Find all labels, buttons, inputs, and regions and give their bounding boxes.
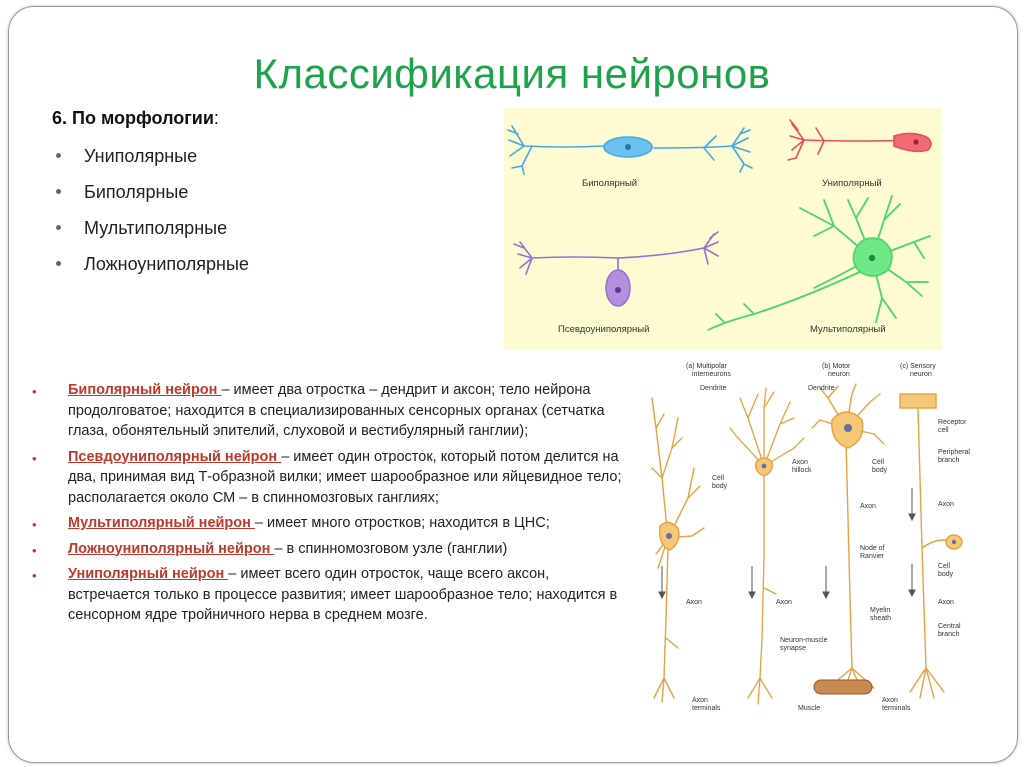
definition-item: • Ложноуниполярный нейрон – в спинномозго… [32,539,632,560]
multipolar-label: Мультиполярный [810,324,886,335]
definition-text: – имеет один отросток, который потом дел… [68,448,622,506]
axon-hillock-label-2: hillock [792,467,812,474]
definition-item: • Мультиполярный нейрон – имеет много отр… [32,513,632,534]
cell-body-c-label-2: body [938,571,954,578]
axon-terminals-a-label-2: terminals [692,705,721,712]
list-item: Мультиполярные [54,213,249,249]
definition-term: Биполярный нейрон [68,382,222,398]
muscle-fiber-drawing [813,679,873,695]
bullet-icon: • [32,384,37,399]
dendrite-label-b: Dendrite [808,385,835,392]
bullet-icon [56,153,61,158]
section-heading: 6. По морфологии: [52,108,219,129]
pseudounipolar-label: Псевдоуниполярный [558,324,649,335]
receptor-cell-label-2: cell [938,427,949,434]
axon-b-label: Axon [860,503,876,510]
cell-body-b-label-1: Cell [872,459,885,466]
axon-c-label: Axon [938,501,954,508]
axon-c2-label: Axon [938,599,954,606]
axon-hillock-label-1: Axon [792,459,808,466]
neuron-anatomy-figure: (a) Multipolar interneurons (b) Motor ne… [648,358,978,720]
list-item-text: Ложноуниполярные [84,254,249,274]
definition-item: • Биполярный нейрон – имеет два отростка … [32,380,632,442]
receptor-cell-label-1: Receptor [938,419,967,426]
multipolar-neuron-drawing [707,195,931,331]
definition-term: Ложноуниполярный нейрон [68,540,275,557]
heading-number: 6. По морфологии [52,108,214,128]
cell-body-c-label-1: Cell [938,563,951,570]
neuron-anatomy-svg: (a) Multipolar interneurons (b) Motor ne… [651,363,970,712]
definition-text: – имеет много отростков; находится в ЦНС… [254,515,550,531]
col-c-header-2: neuron [910,371,932,378]
motor-neuron-drawing [811,383,885,693]
central-branch-label-2: branch [938,631,960,638]
page-title: Классификация нейронов [253,50,771,97]
interneuron-left-drawing [651,397,705,703]
axon-terminals-a-label-1: Axon [692,697,708,704]
col-c-header-1: (c) Sensory [900,363,936,370]
central-branch-label-1: Central [938,623,961,630]
sensory-neuron-drawing [899,393,963,699]
definition-text: – имеет всего один отросток, чаще всего … [68,566,618,623]
bullet-icon: • [32,450,37,466]
axon-terminals-c-label-2: terminals [882,705,911,712]
list-item: Биполярные [54,177,249,213]
axon-terminals-c-label-1: Axon [882,697,898,704]
unipolar-neuron-drawing [787,119,932,161]
node-of-ranvier-label-1: Node of [860,545,885,552]
neuron-types-svg: Биполярный Униполярный Псевдоуниполярный [507,119,932,335]
interneuron-right-drawing [729,387,805,705]
definition-text: – в спинномозговом узле (ганглии) [274,540,508,557]
list-item: Ложноуниполярные [54,249,249,285]
peripheral-branch-label-1: Peripheral [938,449,970,456]
bullet-icon [56,261,61,266]
dendrite-label-a: Dendrite [700,385,727,392]
bullet-icon: • [32,517,37,532]
col-b-header-1: (b) Motor [822,363,851,370]
list-item: Униполярные [54,141,249,177]
bullet-icon [56,225,61,230]
definition-text: – имеет два отростка – дендрит и аксон; … [68,382,605,439]
col-b-header-2: neuron [828,371,850,378]
pseudounipolar-neuron-drawing [513,231,719,307]
heading-colon: : [213,108,219,128]
list-item-text: Биполярные [84,182,189,202]
cell-body-b-label-2: body [872,467,888,474]
definitions-list: • Биполярный нейрон – имеет два отростка … [32,380,632,631]
neuron-muscle-synapse-label-1: Neuron-muscle [780,637,828,644]
node-of-ranvier-label-2: Ranvier [860,553,885,560]
bipolar-neuron-drawing [507,125,753,175]
col-a-header-1: (a) Multipolar [686,363,728,370]
morphology-list: Униполярные Биполярные Мультиполярные Ло… [54,141,249,285]
myelin-sheath-label-1: Myelin [870,607,890,614]
cell-body-a-label-2: body [712,483,728,490]
peripheral-branch-label-2: branch [938,457,960,464]
neuron-muscle-synapse-label-2: synapse [780,645,806,652]
unipolar-label: Униполярный [822,178,882,189]
axon-a1-label: Axon [686,599,702,606]
muscle-label: Muscle [798,705,820,712]
definition-item: • Псевдоуниполярный нейрон – имеет один о… [32,447,632,509]
definition-item: • Униполярный нейрон – имеет всего один о… [32,564,632,626]
definition-term: Псевдоуниполярный нейрон [68,448,282,465]
direction-arrows [658,488,916,600]
list-item-text: Мультиполярные [84,218,228,238]
axon-a2-label: Axon [776,599,792,606]
bullet-icon: • [32,568,37,583]
bipolar-label: Биполярный [582,178,637,189]
list-item-text: Униполярные [84,146,198,166]
definition-term: Униполярный нейрон [68,566,229,582]
myelin-sheath-label-2: sheath [870,615,891,622]
bullet-icon [56,189,61,194]
col-a-header-2: interneurons [692,371,731,378]
cell-body-a-label-1: Cell [712,475,725,482]
neuron-types-illustration: Биполярный Униполярный Псевдоуниполярный [504,108,942,350]
definition-term: Мультиполярный нейрон [68,515,255,531]
bullet-icon: • [32,542,37,558]
